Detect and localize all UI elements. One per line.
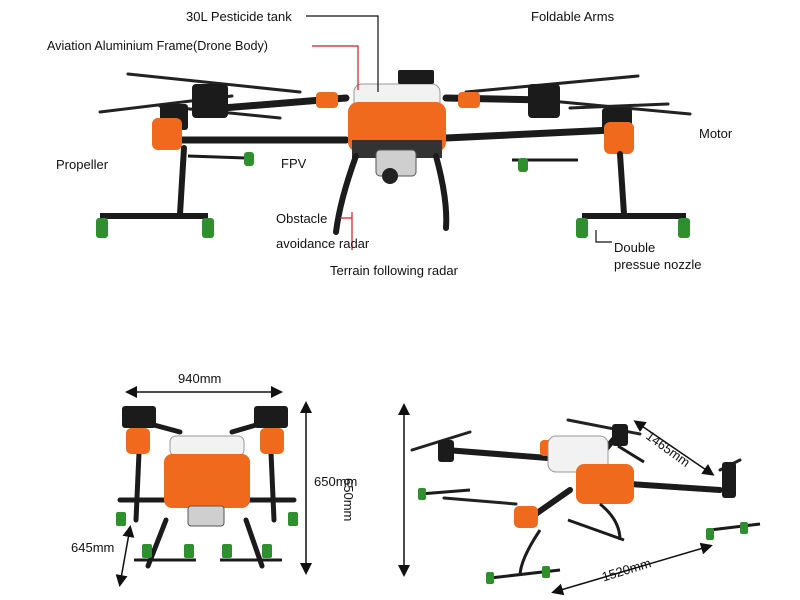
drone-front-view: [116, 406, 298, 569]
label-pesticide-tank: 30L Pesticide tank: [186, 9, 292, 24]
dimension-arrows-iso: [398, 403, 715, 596]
label-obstacle-line1: Obstacle: [276, 211, 328, 226]
dimension-width-front: 940mm: [178, 371, 222, 386]
label-frame: Aviation Aluminium Frame(Drone Body): [47, 39, 268, 53]
label-nozzle-line1: Double: [614, 240, 656, 255]
label-obstacle-line2: avoidance radar: [276, 236, 370, 251]
dimension-height-front: 650mm: [314, 474, 358, 489]
dimension-height-iso: 650mm: [341, 478, 356, 522]
callout-leaders: [306, 15, 612, 250]
label-nozzle-line2: pressue nozzle: [614, 257, 702, 272]
label-foldable-arms: Foldable Arms: [531, 9, 615, 24]
landing-legs: [177, 145, 627, 235]
label-motor: Motor: [699, 126, 733, 141]
motor-housing: [152, 92, 634, 154]
drone-main-view: [96, 70, 692, 238]
label-fpv: FPV: [281, 156, 307, 171]
dimension-arrows-front: [115, 386, 312, 587]
dimension-depth-front: 645mm: [71, 540, 115, 555]
fpv-camera: [375, 149, 417, 184]
label-terrain-radar: Terrain following radar: [330, 263, 458, 278]
drone-iso-view: [410, 418, 761, 584]
label-propeller: Propeller: [56, 157, 109, 172]
pesticide-tank: [348, 70, 446, 158]
spray-nozzle-icon: [96, 152, 690, 238]
